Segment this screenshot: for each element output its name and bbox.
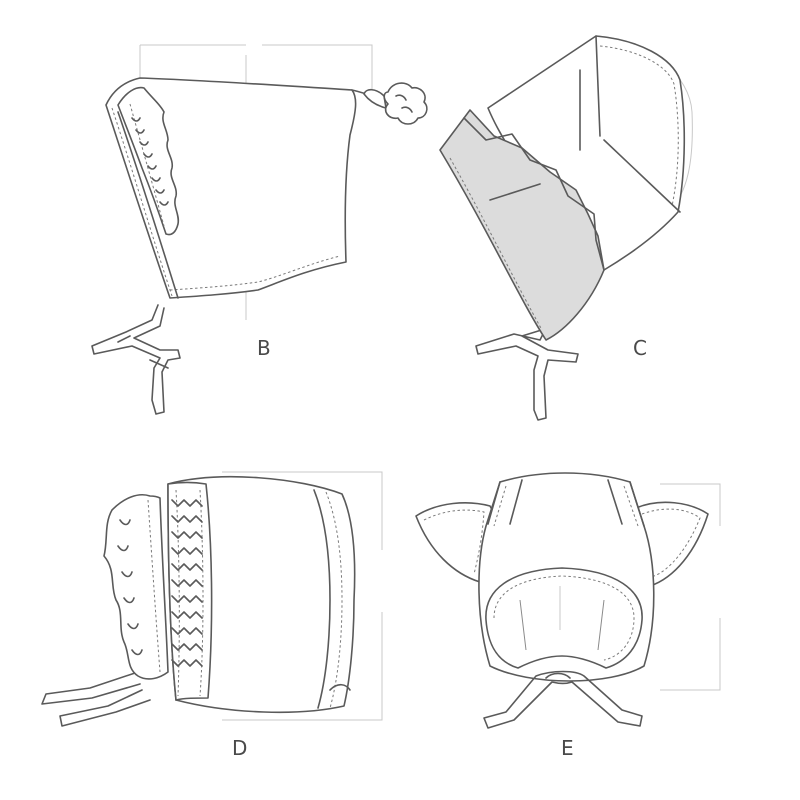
smocked-panel-d bbox=[167, 481, 213, 701]
zigzag-brim-c bbox=[439, 109, 605, 341]
tie-ribbon-d bbox=[41, 671, 151, 727]
bonnet-e-drawing bbox=[415, 472, 721, 729]
dimension-guides-e bbox=[660, 483, 721, 691]
pom-pom-b bbox=[363, 82, 428, 125]
bonnet-c-drawing bbox=[439, 35, 693, 421]
ruffle-trim-b bbox=[117, 86, 180, 236]
view-label-e: E bbox=[561, 736, 575, 760]
view-label-d: D bbox=[232, 736, 249, 760]
tie-ribbon-b bbox=[91, 304, 181, 415]
bonnet-b-drawing bbox=[91, 44, 428, 415]
bonnet-b-body bbox=[105, 77, 357, 299]
bonnet-d-drawing bbox=[41, 471, 383, 727]
tie-ribbon-c bbox=[475, 327, 579, 421]
ruffle-trim-d bbox=[103, 494, 169, 680]
view-label-c: C bbox=[633, 336, 648, 360]
view-label-b: B bbox=[257, 336, 272, 360]
tie-ribbon-e bbox=[483, 670, 643, 729]
